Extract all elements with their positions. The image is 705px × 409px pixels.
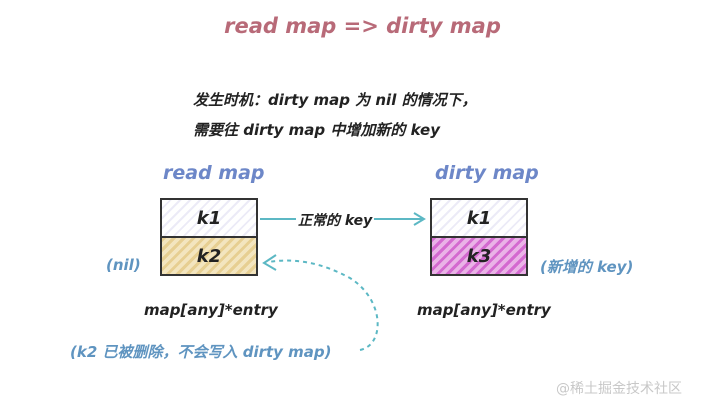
diagram-title: read map => dirty map	[224, 14, 501, 38]
watermark: @稀土掘金技术社区	[556, 381, 682, 397]
k2-deleted-arrowhead	[262, 254, 277, 271]
read-map-nil-note: (nil)	[106, 256, 141, 274]
dirty-map-cell-k3: k3	[430, 236, 528, 276]
k2-deleted-dashed-arrow	[267, 259, 379, 351]
k2-deleted-note: (k2 已被删除，不会写入 dirty map)	[70, 343, 332, 361]
normal-key-arrow-label: 正常的 key	[296, 210, 375, 230]
description-line-2: 需要往 dirty map 中增加新的 key	[193, 121, 440, 139]
dirty-map-type-label: map[any]*entry	[417, 301, 551, 319]
description-line-1: 发生时机：dirty map 为 nil 的情况下，	[193, 91, 477, 109]
dirty-map-label: dirty map	[435, 162, 539, 184]
k1-copy-arrowhead	[413, 212, 426, 226]
read-map-cell-k2: k2	[160, 236, 258, 276]
dirty-map-cell-k1: k1	[430, 198, 528, 238]
read-map-table: k1 k2	[160, 198, 258, 276]
read-map-label: read map	[163, 162, 265, 184]
read-map-type-label: map[any]*entry	[144, 301, 278, 319]
dirty-map-new-key-note: (新增的 key)	[540, 258, 634, 276]
dirty-map-table: k1 k3	[430, 198, 528, 276]
